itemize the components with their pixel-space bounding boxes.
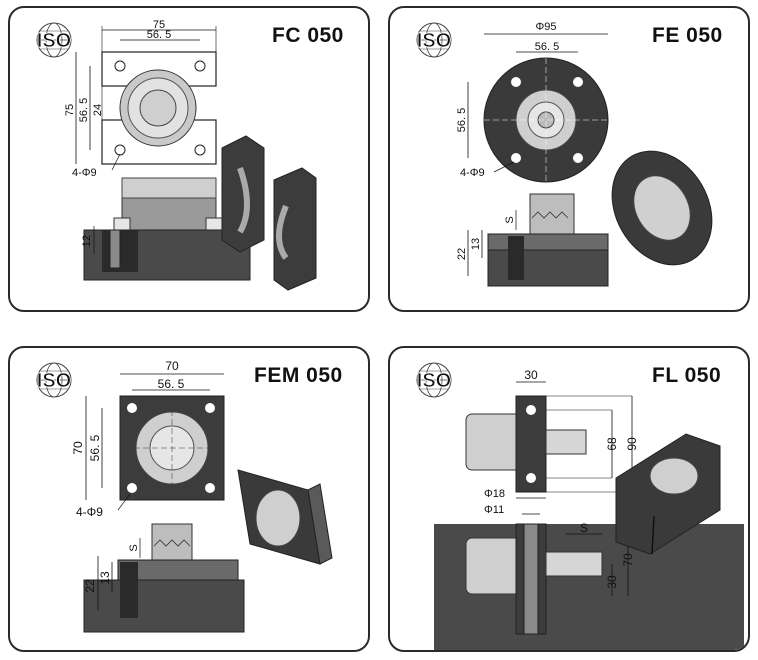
dim-slot: 24 bbox=[92, 104, 104, 116]
dim-base-height: 22 bbox=[83, 579, 97, 593]
dim-holes: 4-Φ9 bbox=[72, 167, 97, 179]
dim-offset: 30 bbox=[605, 575, 619, 589]
dim-width-holes: 56. 5 bbox=[535, 41, 559, 53]
dim-height: 70 bbox=[621, 553, 635, 567]
dim-d2: 90 bbox=[625, 437, 639, 451]
dim-height-holes: 56. 5 bbox=[456, 108, 468, 132]
panel-fc050: ISO FC 050 75 56. 5 75 56. 5 24 4-Φ9 bbox=[8, 6, 370, 312]
fe050-drawing: Φ95 56. 5 56. 5 4-Φ9 S 22 13 bbox=[456, 21, 713, 287]
dim-stroke: S bbox=[128, 544, 140, 551]
fc050-drawing: 75 56. 5 75 56. 5 24 4-Φ9 12 bbox=[64, 19, 317, 291]
panel-title: FL 050 bbox=[652, 364, 722, 387]
panel-title: FC 050 bbox=[272, 24, 344, 47]
dim-height-holes: 56. 5 bbox=[88, 434, 102, 461]
dim-flange-height: 13 bbox=[470, 238, 482, 250]
panel-fl050: ISO FL 050 30 68 90 Φ18 Φ11 S 70 bbox=[388, 346, 750, 652]
dim-width-holes: 56. 5 bbox=[147, 29, 171, 41]
dim-holes: 4-Φ9 bbox=[460, 167, 485, 179]
dim-holes: 4-Φ9 bbox=[76, 505, 103, 519]
iso-logo-text: ISO bbox=[417, 30, 451, 52]
panel-fe050: ISO FE 050 Φ95 56. 5 56. 5 4-Φ9 S 22 13 bbox=[388, 6, 750, 312]
fem050-drawing: 70 56. 5 70 56. 5 4-Φ9 S 22 13 bbox=[71, 359, 333, 633]
iso-logo-text: ISO bbox=[37, 370, 71, 392]
panel-title: FEM 050 bbox=[254, 364, 343, 387]
panel-fem050: ISO FEM 050 70 56. 5 70 56. 5 4-Φ9 S 22 bbox=[8, 346, 370, 652]
dim-flange-height: 13 bbox=[98, 571, 112, 585]
dim-bore-small: Φ11 bbox=[484, 504, 504, 516]
iso-logo-text: ISO bbox=[417, 370, 451, 392]
iso-logo: ISO bbox=[24, 20, 84, 60]
dim-diameter: Φ95 bbox=[535, 21, 556, 33]
dim-d1: 68 bbox=[605, 437, 619, 451]
dim-height-holes: 56. 5 bbox=[78, 98, 90, 122]
dim-bolt: 12 bbox=[81, 235, 93, 247]
iso-logo: ISO bbox=[404, 360, 464, 400]
dim-bore: Φ18 bbox=[484, 488, 505, 500]
dim-stroke: S bbox=[504, 216, 516, 223]
dim-width-holes: 56. 5 bbox=[158, 377, 185, 391]
dim-base-height: 22 bbox=[456, 248, 468, 260]
dim-width-total: 75 bbox=[153, 19, 165, 31]
panel-title: FE 050 bbox=[652, 24, 723, 47]
iso-logo: ISO bbox=[404, 20, 464, 60]
iso-logo: ISO bbox=[24, 360, 84, 400]
dim-height-total: 75 bbox=[64, 104, 76, 116]
dim-height-total: 70 bbox=[71, 441, 85, 455]
dim-stroke: S bbox=[580, 521, 588, 535]
iso-logo-text: ISO bbox=[37, 30, 71, 52]
fl050-drawing: 30 68 90 Φ18 Φ11 S 70 30 bbox=[434, 368, 744, 650]
dim-width: 30 bbox=[524, 368, 538, 382]
dim-width-total: 70 bbox=[165, 359, 179, 373]
